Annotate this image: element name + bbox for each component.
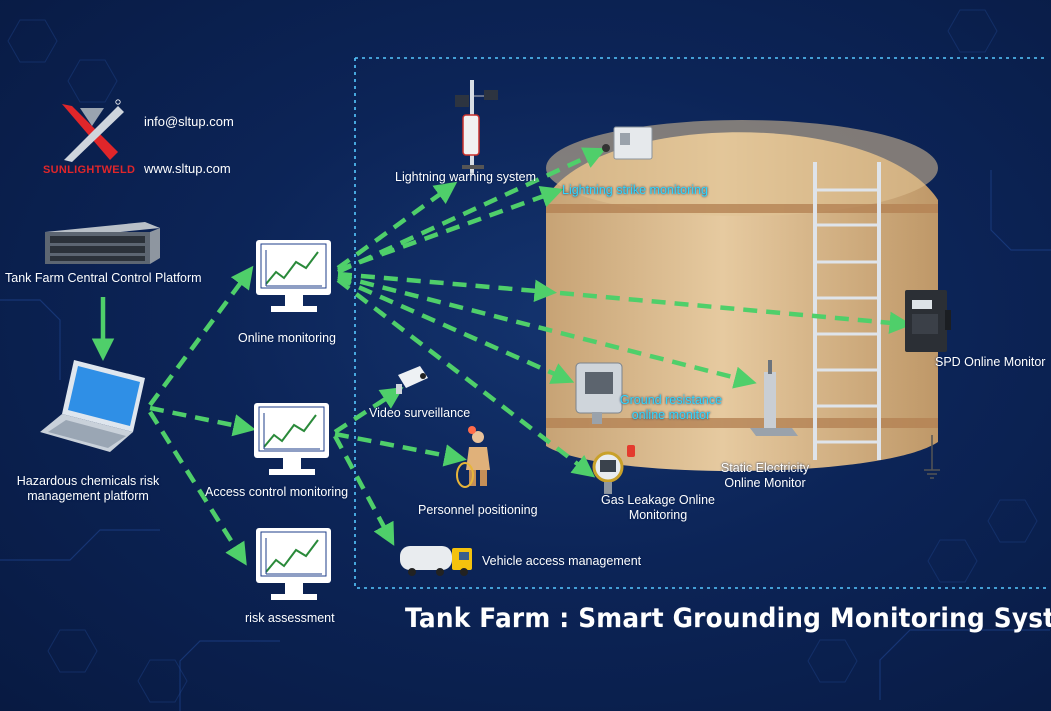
label-lightning-strike: Lightning strike monitoring <box>562 183 708 197</box>
static-electricity-monitor-icon <box>750 360 798 436</box>
contact-email: info@sltup.com <box>144 114 234 129</box>
monitor-icon-online <box>256 240 331 312</box>
label-static-electricity: Static Electricity Online Monitor <box>720 461 810 490</box>
sunlightweld-logo-icon <box>62 99 124 162</box>
label-access-control: Access control monitoring <box>205 485 349 499</box>
hex-background-pattern <box>7 9 1038 703</box>
diagram-title: Tank Farm : Smart Grounding Monitoring S… <box>405 603 1051 634</box>
flow-arrows <box>91 147 912 566</box>
label-online-monitoring: Online monitoring <box>238 331 336 345</box>
label-ground-resistance: Ground resistance online monitor <box>619 393 723 422</box>
label-vehicle-access: Vehicle access management <box>482 554 642 568</box>
cctv-camera-icon <box>396 366 428 394</box>
label-lightning-warning: Lightning warning system <box>395 170 537 184</box>
personnel-icon <box>456 426 490 488</box>
tanker-truck-icon <box>400 546 472 576</box>
server-rack-icon <box>45 222 160 264</box>
brand-name: SUNLIGHTWELD <box>43 164 136 176</box>
tank-ladder <box>813 162 881 460</box>
system-boundary <box>354 57 1048 589</box>
lightning-warning-tower-icon <box>455 80 498 175</box>
laptop-icon <box>40 360 145 452</box>
label-hazard-platform: Hazardous chemicals risk management plat… <box>16 474 160 503</box>
lightning-strike-monitor-icon <box>602 126 653 160</box>
label-personnel-positioning: Personnel positioning <box>418 503 538 517</box>
spd-monitor-icon <box>905 290 951 352</box>
label-spd-monitor: SPD Online Monitor <box>935 355 1046 369</box>
label-video-surveillance: Video surveillance <box>369 406 471 420</box>
gas-leakage-detector-icon <box>592 445 635 494</box>
ground-symbol-icon <box>924 435 940 479</box>
monitor-icon-access <box>254 403 329 475</box>
label-gas-leakage: Gas Leakage Online Monitoring <box>601 493 715 522</box>
label-central-control: Tank Farm Central Control Platform <box>5 271 202 285</box>
label-risk-assessment: risk assessment <box>245 611 335 625</box>
monitor-icon-risk <box>256 528 331 600</box>
circuit-lines <box>0 170 1051 711</box>
ground-resistance-monitor-icon <box>575 362 623 424</box>
contact-website: www.sltup.com <box>144 161 231 176</box>
